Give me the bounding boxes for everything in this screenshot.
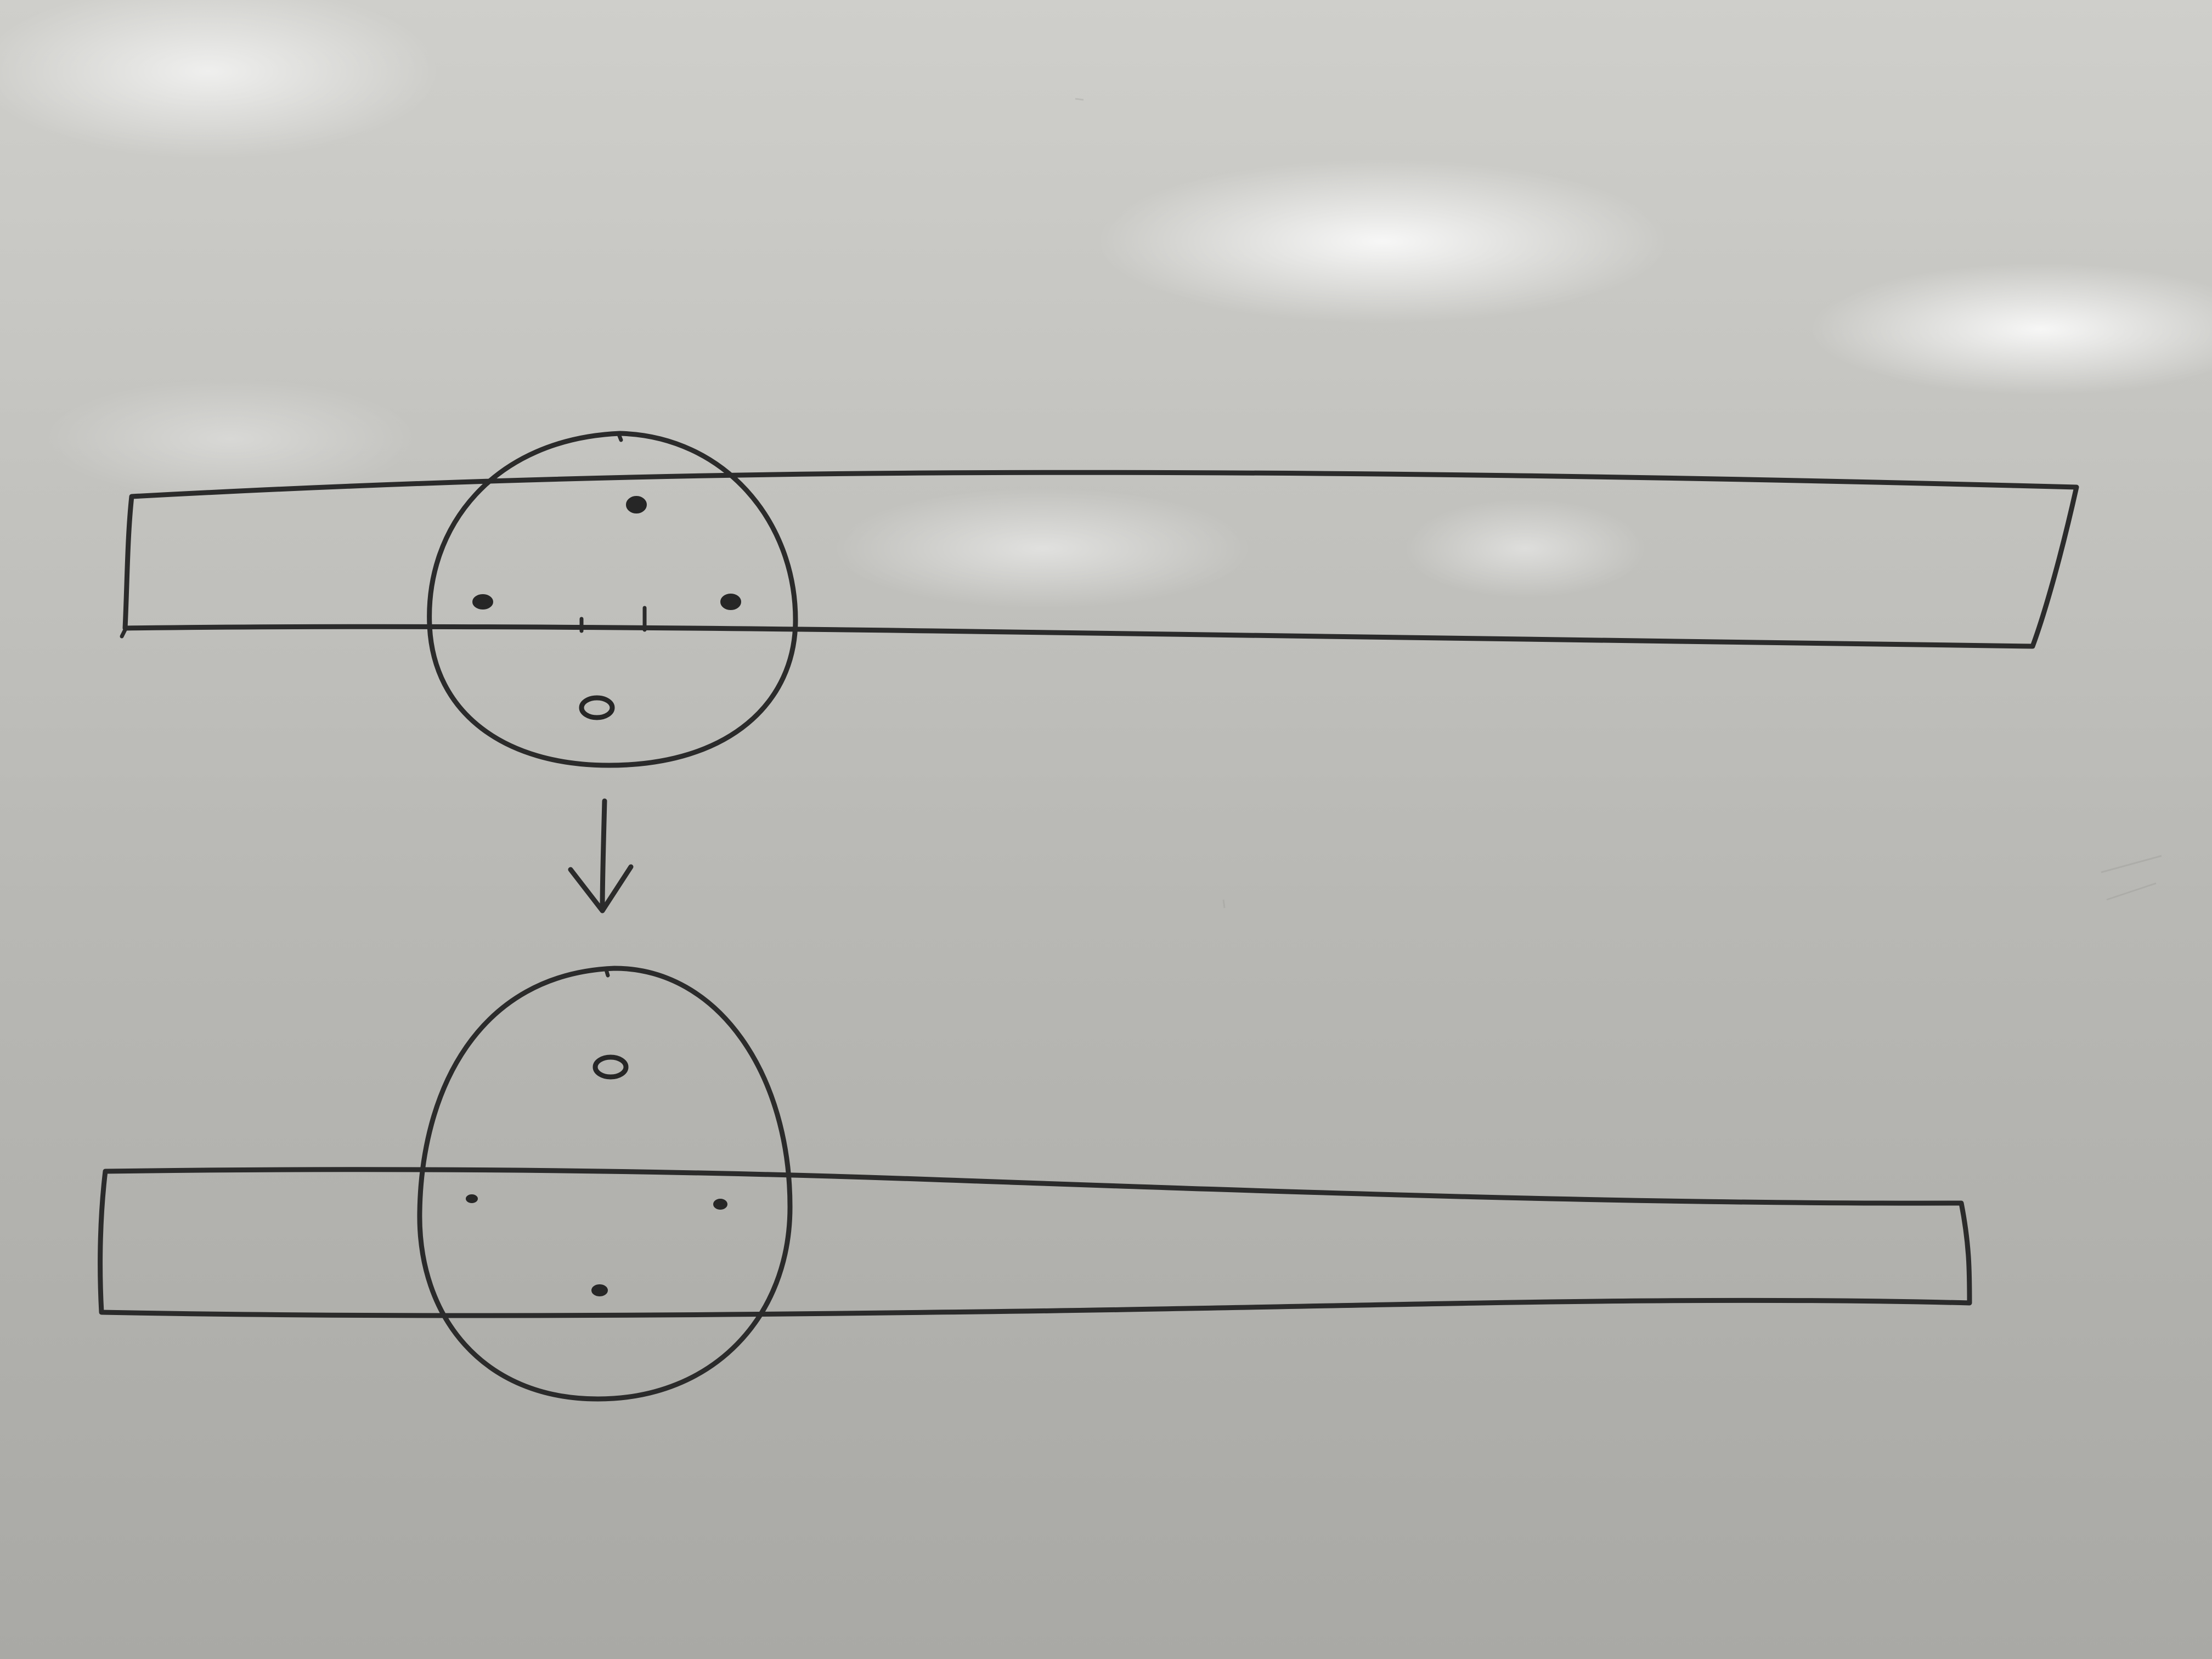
marker-after-bottom — [591, 1284, 608, 1296]
strip-after — [98, 1167, 1972, 1318]
marker-after-left — [466, 1194, 478, 1203]
strip-before-end-mark — [120, 628, 127, 639]
glare-reflections — [0, 0, 2212, 609]
smudges — [1075, 98, 2162, 909]
arrow-down-shaft — [600, 798, 607, 913]
marker-before-right — [720, 594, 741, 610]
panel-before — [120, 431, 2079, 768]
circle-before-gap — [617, 432, 623, 442]
marker-after-right — [713, 1199, 727, 1210]
marker-before-bottom — [579, 695, 615, 720]
circle-after — [417, 966, 793, 1402]
marker-before-top — [626, 496, 647, 514]
arrow-down — [568, 798, 634, 913]
marker-before-left — [472, 594, 493, 610]
circle-after-gap — [604, 968, 610, 978]
marker-after-top — [592, 1054, 629, 1080]
panel-after — [98, 966, 1972, 1402]
circle-before — [427, 431, 798, 768]
arrow-down-head — [568, 864, 634, 913]
